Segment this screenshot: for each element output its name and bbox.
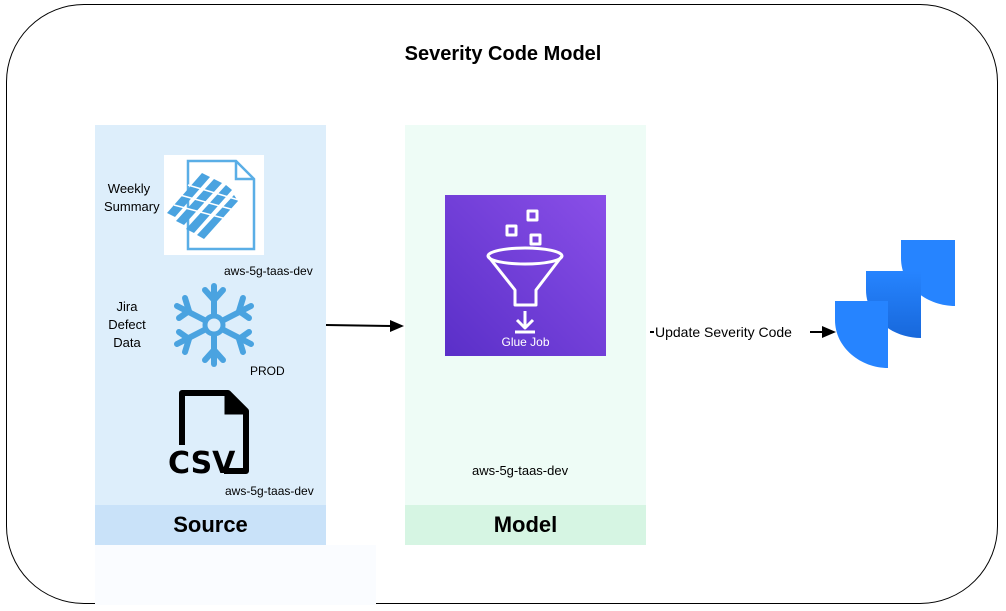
model-label: Model bbox=[405, 505, 646, 545]
csv-file-icon bbox=[179, 390, 249, 474]
model-account: aws-5g-taas-dev bbox=[472, 463, 569, 478]
update-severity-code-label: Update Severity Code bbox=[655, 323, 792, 341]
weekly-summary-account: aws-5g-taas-dev bbox=[224, 264, 313, 278]
diagram-title: Severity Code Model bbox=[404, 43, 602, 65]
csv-account: aws-5g-taas-dev bbox=[225, 484, 314, 498]
model-to-jira-arrow bbox=[650, 326, 836, 338]
summary-document-icon bbox=[164, 155, 264, 255]
funnel-icon bbox=[486, 209, 564, 334]
snowflake-icon bbox=[174, 283, 254, 367]
source-label: Source bbox=[95, 505, 326, 545]
jira-defect-account: PROD bbox=[250, 364, 285, 378]
source-panel-extension bbox=[95, 545, 376, 605]
diagram-frame bbox=[6, 4, 998, 604]
glue-job-icon: Glue Job bbox=[445, 195, 606, 356]
jira-logo-icon bbox=[835, 240, 955, 368]
source-to-model-arrow bbox=[325, 320, 404, 332]
glue-job-label: Glue Job bbox=[501, 335, 550, 349]
csv-text: CSV bbox=[168, 446, 236, 481]
